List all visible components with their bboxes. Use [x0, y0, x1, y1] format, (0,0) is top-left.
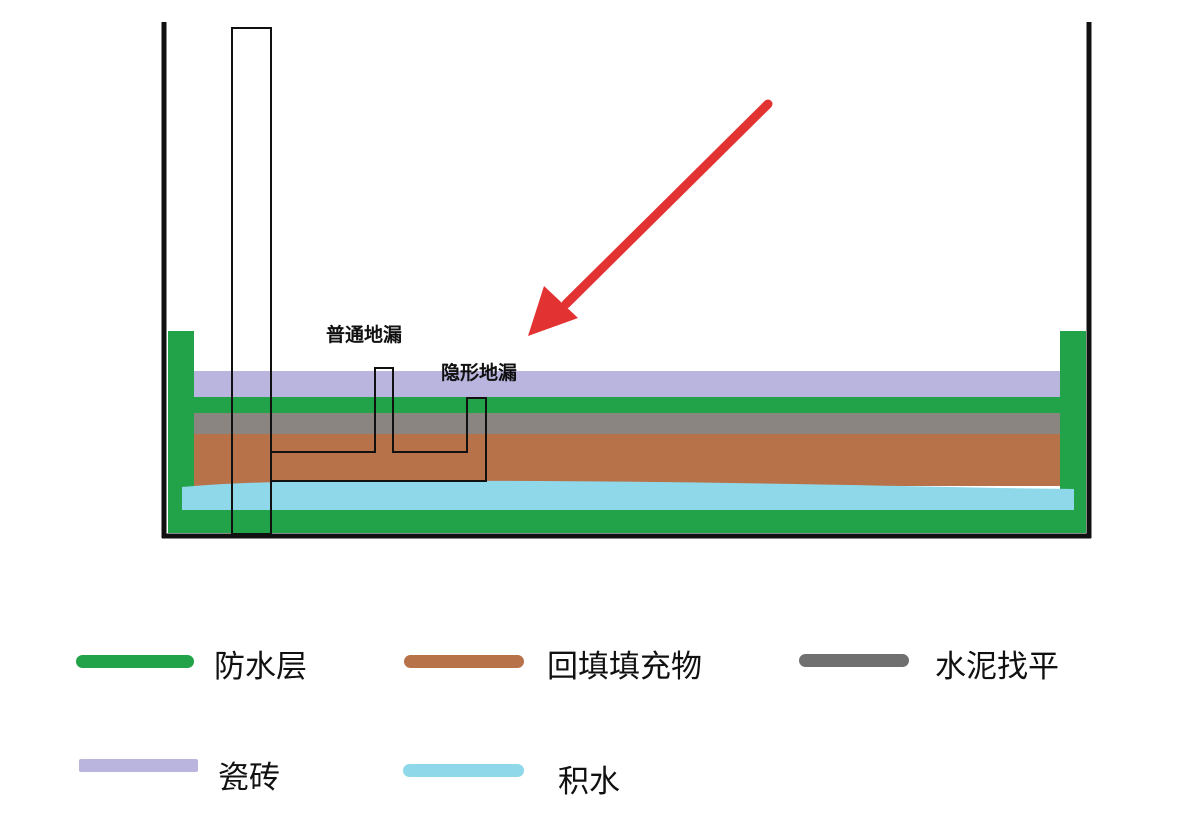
cement-layer	[194, 413, 1060, 434]
legend-label-waterproof: 防水层	[214, 649, 307, 685]
tile-layer	[194, 371, 1060, 397]
legend-swatch-waterproof	[76, 655, 194, 668]
normal-drain	[271, 367, 487, 482]
legend-swatch-cement	[799, 654, 909, 667]
legend-swatch-water	[403, 764, 524, 777]
drain-pipe	[231, 27, 272, 535]
normal-drain-label: 普通地漏	[326, 324, 403, 346]
hidden-drain-label: 隐形地漏	[441, 362, 518, 384]
waterproof-layer	[168, 331, 1086, 533]
legend-swatch-tile	[79, 759, 198, 772]
backfill-layer	[194, 434, 1060, 486]
water-layer	[182, 480, 1074, 510]
legend-label-backfill: 回填填充物	[547, 649, 702, 685]
legend-swatch-backfill	[404, 655, 524, 668]
legend-label-cement: 水泥找平	[935, 649, 1059, 685]
pointer-arrow	[528, 99, 773, 336]
legend-label-tile: 瓷砖	[218, 760, 280, 796]
legend-label-water: 积水	[558, 764, 620, 800]
